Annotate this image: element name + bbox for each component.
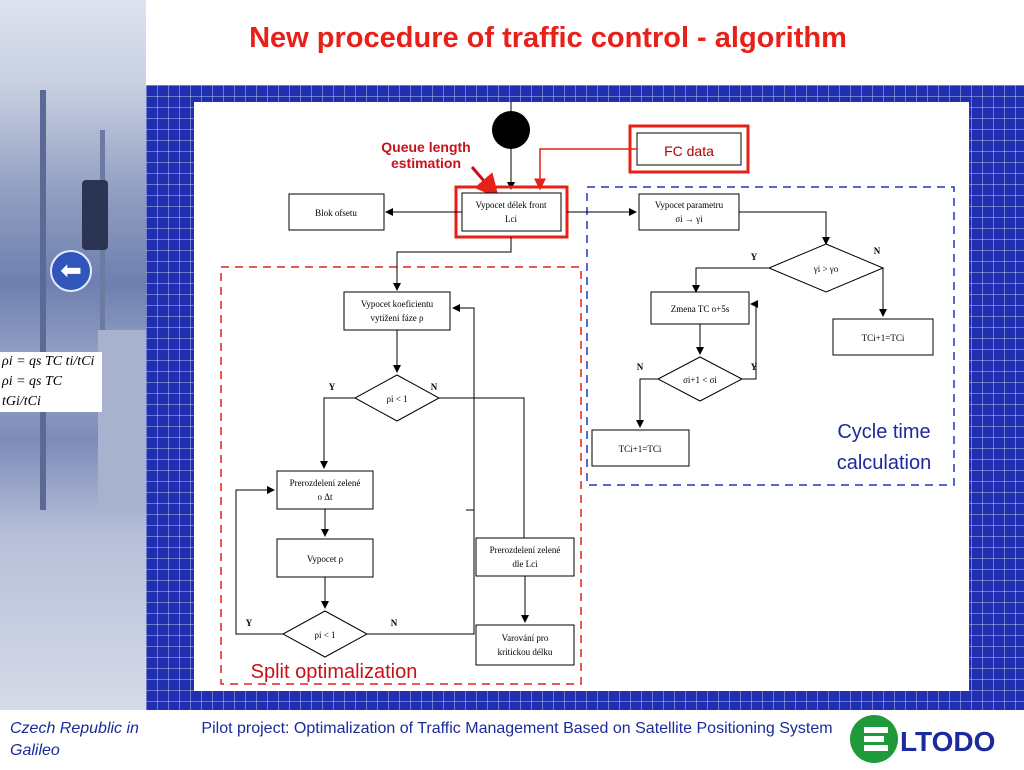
eltodo-logo-svg: LTODO — [850, 715, 995, 763]
arrow-sign-icon: ⬅ — [50, 250, 92, 292]
eltodo-logo: LTODO — [846, 710, 1006, 765]
queue-length-label-2: estimation — [391, 155, 461, 171]
cycle-equal-text-right: TCi+1=TCi — [862, 333, 905, 343]
formula-line-1: ρi = qs TC ti/tCi — [2, 354, 95, 369]
rho2-yes-label: Y — [246, 618, 253, 628]
split-label: Split optimalization — [251, 661, 418, 683]
sigma-yes-label: Y — [751, 362, 758, 372]
queue-length-label-1: Queue length — [381, 139, 470, 155]
gamma-test-diamond — [767, 243, 885, 293]
logo-text: LTODO — [900, 726, 995, 757]
rho-test-diamond-1 — [353, 374, 441, 422]
redistribute-box-2 — [475, 537, 575, 577]
rho1-no-label: N — [431, 382, 438, 392]
warning-box — [475, 624, 575, 666]
rho-test-text-2: ρi < 1 — [314, 630, 335, 640]
sigma-test-diamond — [656, 356, 744, 402]
coefficient-text-2: vytížení fáze ρ — [371, 313, 424, 323]
formula-line-2: ρi = qs TC tGi/tCi — [2, 374, 63, 409]
redistribute-text-1a: Prerozdelení zelené — [290, 478, 361, 488]
coefficient-box — [343, 291, 451, 331]
compute-rho-text: Vypocet ρ — [307, 554, 344, 564]
coefficient-text-1: Vypocet koeficientu — [361, 299, 434, 309]
sigma-test-text: σi+1 < σi — [683, 375, 717, 385]
queue-box — [461, 192, 562, 232]
fc-data-box — [636, 132, 742, 166]
redistribute-text-1b: o Δt — [317, 492, 333, 502]
cycle-equal-box-left — [591, 429, 690, 467]
sigma-no-label: N — [637, 362, 644, 372]
cycle-time-label-2: calculation — [837, 452, 932, 474]
rho-test-text-1: ρi < 1 — [386, 394, 407, 404]
change-cycle-text: Zmena TC o+5s — [671, 304, 730, 314]
pole-2 — [100, 130, 105, 510]
gamma-test-text: γi > γo — [813, 264, 839, 274]
cycle-time-label-1: Cycle time — [837, 421, 930, 443]
rho2-no-label: N — [391, 618, 398, 628]
flowchart-svg: FC data Queue length estimation Vypocet … — [220, 102, 955, 685]
traffic-light-icon — [82, 180, 108, 250]
gamma-no-label: N — [874, 246, 881, 256]
rho-test-diamond-2 — [281, 610, 369, 658]
redistribute-text-2a: Prerozdelení zelené — [490, 545, 561, 555]
change-cycle-box — [650, 291, 750, 325]
warning-text-1: Varování pro — [502, 633, 549, 643]
flowchart: FC data Queue length estimation Vypocet … — [194, 102, 969, 691]
fc-data-label: FC data — [664, 143, 714, 159]
cycle-equal-text-left: TCi+1=TCi — [619, 444, 662, 454]
cycle-equal-box-right — [832, 318, 934, 356]
split-region — [220, 266, 582, 685]
parameter-box-text-2: σi → γi — [675, 214, 703, 224]
rho1-yes-label: Y — [329, 382, 336, 392]
building — [98, 330, 146, 510]
footer-center: Pilot project: Optimalization of Traffic… — [201, 720, 833, 737]
redistribute-text-2b: dle Lci — [512, 559, 538, 569]
formula: ρi = qs TC ti/tCi ρi = qs TC tGi/tCi — [0, 352, 102, 412]
pole-1 — [40, 90, 46, 510]
parameter-box — [638, 193, 740, 231]
footer-left: Czech Republic in Galileo — [10, 720, 139, 759]
compute-rho-box — [276, 538, 374, 578]
cycle-time-region — [586, 186, 955, 486]
queue-box-text-2: Lci — [505, 214, 517, 224]
start-node — [492, 111, 530, 149]
warning-text-2: kritickou délku — [498, 647, 553, 657]
parameter-box-text-1: Vypocet parametru — [655, 200, 724, 210]
queue-box-text-1: Vypocet délek front — [476, 200, 547, 210]
redistribute-box-1 — [276, 470, 374, 510]
gamma-yes-label: Y — [751, 252, 758, 262]
page-title: New procedure of traffic control - algor… — [249, 22, 847, 54]
offset-block-text: Blok ofsetu — [315, 208, 357, 218]
offset-block-box — [288, 193, 385, 231]
